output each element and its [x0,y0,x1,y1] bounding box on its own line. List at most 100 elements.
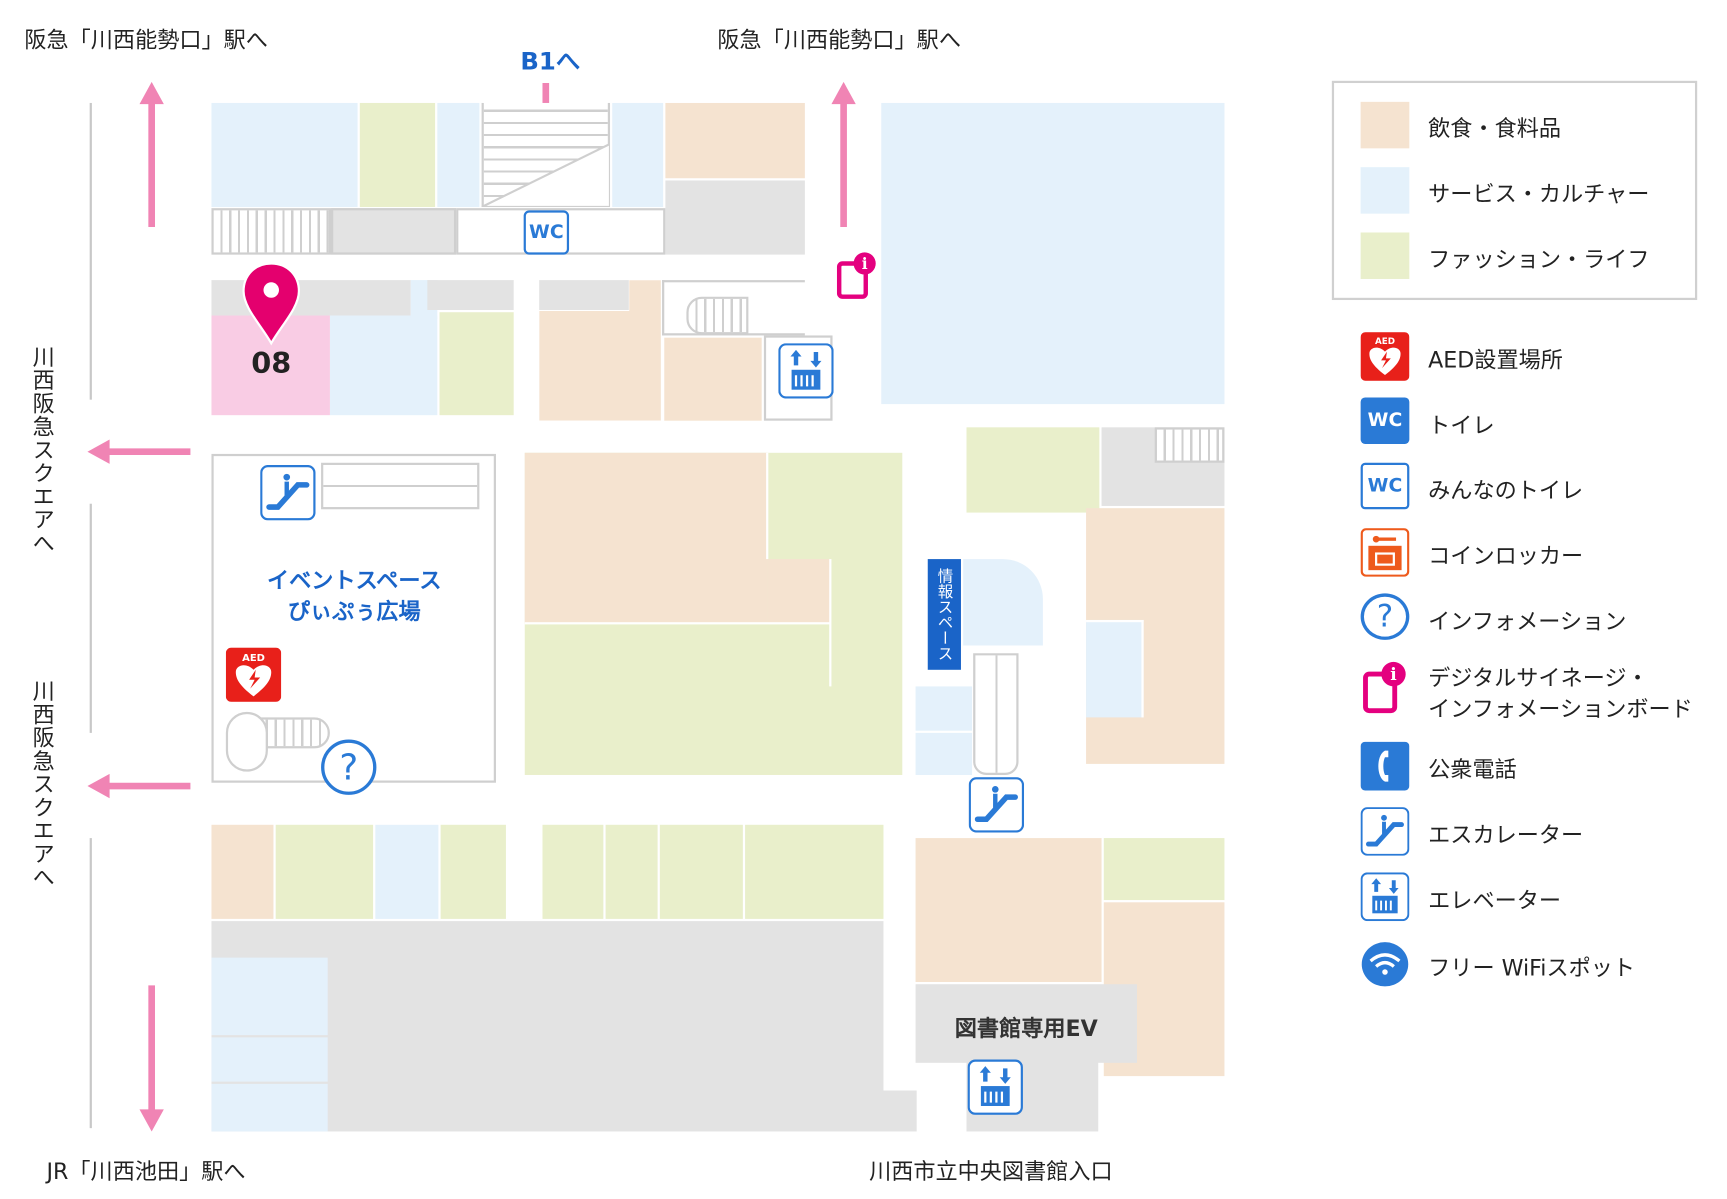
digital-signage-icon: i [1363,661,1406,714]
digital-signage-icon[interactable]: i [835,250,879,301]
shop-fashion[interactable] [275,824,374,919]
info-space-label: 情報スペース [927,559,961,670]
shop-food[interactable] [915,838,1102,982]
svg-text:AED: AED [242,653,265,664]
wall-line [89,503,92,733]
shop-service[interactable] [211,102,358,208]
direction-label-jr: JR「川西池田」駅へ [46,1158,246,1185]
accessible-wc-icon[interactable]: WC [523,210,570,255]
elevator-icon [1360,872,1410,922]
event-space-name: イベントスペース [267,566,442,594]
legend-label-aed: AED設置場所 [1428,346,1563,374]
legend-label-wc: トイレ [1428,411,1495,439]
information-icon: ? [1360,593,1410,640]
escalator-icon[interactable] [968,777,1025,833]
shop-service[interactable] [437,102,480,208]
shop-service[interactable] [1086,619,1144,718]
staircase [256,717,330,749]
legend-label-digital-signage: デジタルサイネージ・ インフォメーションボード [1428,662,1693,724]
staircase [686,296,749,335]
shop-number: 08 [251,347,292,381]
aed-icon[interactable]: AED [225,647,282,702]
divider [766,452,769,560]
coin-locker-icon [1360,528,1410,577]
divider [524,622,831,625]
legend-label-information: インフォメーション [1428,607,1627,635]
shop-service[interactable] [211,1037,328,1082]
direction-label-square-upper: 川西阪急スクエアへ [28,345,56,555]
legend-label-public-phone: 公衆電話 [1428,756,1517,783]
legend-label-digital-signage-line2: インフォメーションボード [1428,695,1693,722]
accessible-wc-icon: WC [1360,462,1410,510]
svg-text:AED: AED [1375,337,1395,347]
staircase [1154,427,1225,463]
divider [829,559,832,687]
legend-label-food: 飲食・食料品 [1428,115,1562,142]
wall-line [89,838,92,1129]
back-area [539,280,629,310]
shop-fashion[interactable] [359,102,436,208]
legend-label-digital-signage-line1: デジタルサイネージ・ [1428,664,1649,691]
escalator-icon[interactable] [260,464,316,521]
elevator-icon[interactable] [778,343,834,399]
svg-text:i: i [1390,665,1397,685]
event-space-title: イベントスペース ぴぃぷぅ広場 [221,565,487,627]
shop-service[interactable] [211,957,328,1036]
escalator-drawing [321,462,480,510]
shop-service[interactable] [915,686,973,731]
shop-fashion[interactable] [542,824,604,919]
shop-service[interactable] [612,102,664,208]
shop-food[interactable] [524,452,768,624]
legend-label-accessible-wc: みんなのトイレ [1428,477,1584,504]
shop-service[interactable] [915,732,973,775]
legend-swatch-fashion [1360,232,1410,279]
shop-fashion[interactable] [745,824,884,919]
shop-service[interactable] [329,315,438,416]
elevator-icon[interactable] [967,1059,1023,1115]
stair-landing [225,711,268,772]
direction-label-square-lower: 川西阪急スクエアへ [28,679,56,890]
library-ev-hall [915,984,1137,1063]
info-space-area [963,559,1043,646]
direction-label-library: 川西市立中央図書館入口 [869,1158,1113,1185]
shop-fashion[interactable] [440,824,506,919]
legend-categories [1331,80,1698,301]
aed-icon: AED [1360,332,1410,381]
escalator-drawing [973,653,1019,775]
information-icon[interactable]: ? [321,739,377,795]
shop-food[interactable] [767,559,831,624]
shop-food[interactable] [665,102,805,179]
stair-landing [481,142,611,208]
b1-label: B1へ [520,48,581,77]
legend-label-coin-locker: コインロッカー [1428,542,1584,570]
legend-label-elevator: エレベーター [1428,886,1562,914]
svg-text:i: i [862,254,868,273]
shop-service[interactable] [375,824,439,919]
direction-label-hankyu-right: 阪急「川西能勢口」駅へ [717,26,961,54]
shop-food[interactable] [211,824,274,919]
shop-fashion[interactable] [659,824,743,919]
back-area [883,1090,917,1132]
wc-icon: WC [1360,397,1410,444]
legend-swatch-food [1360,101,1410,149]
back-area [331,208,457,255]
legend-swatch-service [1360,167,1410,214]
shop-fashion[interactable] [1103,838,1225,901]
event-space-subname: ぴぃぷぅ広場 [287,597,421,625]
location-marker-icon [242,262,301,346]
legend-label-fashion: ファッション・ライフ [1428,245,1650,273]
escalator-icon [1360,807,1410,856]
shop-fashion[interactable] [605,824,658,919]
shop-fashion[interactable] [966,427,1100,513]
shop-food[interactable] [664,337,762,421]
wifi-icon [1361,942,1409,987]
shop-service[interactable] [211,1083,328,1132]
public-phone-icon [1360,741,1410,791]
shop-fashion[interactable] [439,312,514,416]
legend-label-escalator: エスカレーター [1428,821,1584,849]
library-ev-label: 図書館専用EV [954,1015,1098,1042]
shop-service-large[interactable] [881,102,1225,405]
legend-label-wifi: フリー WiFiスポット [1428,954,1636,981]
